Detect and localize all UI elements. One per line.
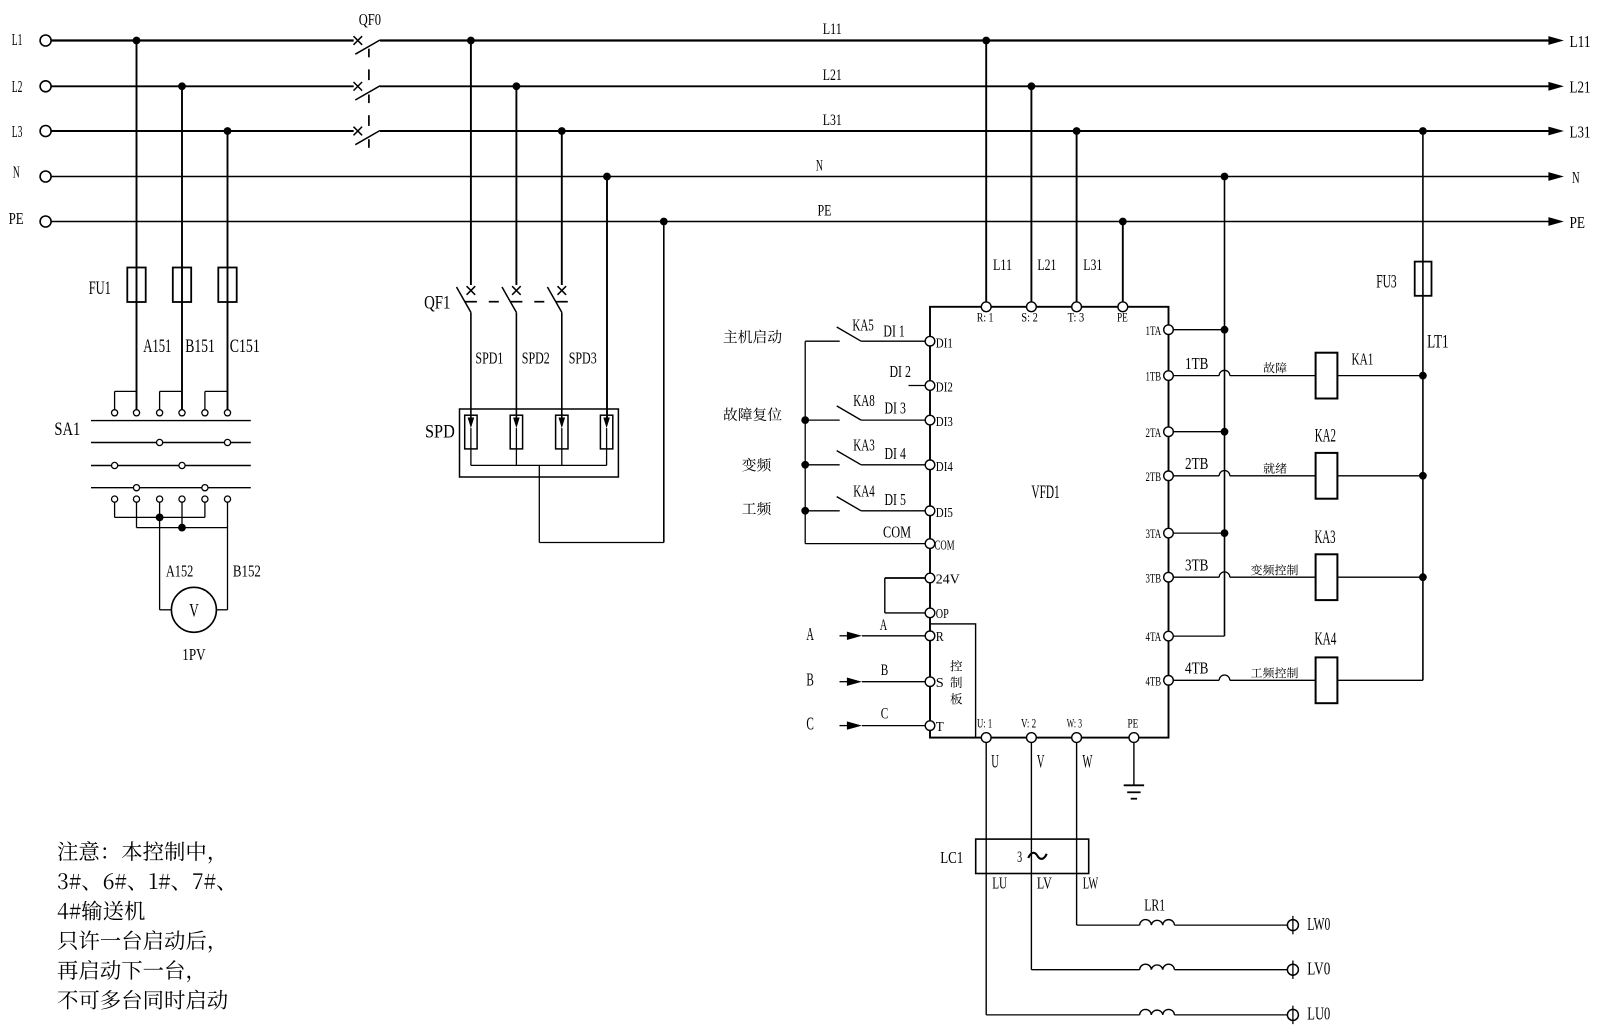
svg-text:QF1: QF1 xyxy=(424,292,450,313)
svg-text:V: V xyxy=(189,601,199,622)
svg-text:N: N xyxy=(1572,168,1580,187)
svg-text:PE: PE xyxy=(1117,310,1128,325)
svg-text:DI3: DI3 xyxy=(936,414,953,429)
svg-text:L11: L11 xyxy=(823,21,842,38)
svg-text:DI 1: DI 1 xyxy=(883,321,904,340)
svg-text:1TB: 1TB xyxy=(1146,370,1162,384)
svg-text:24V: 24V xyxy=(936,571,960,586)
svg-text:L3: L3 xyxy=(12,122,23,141)
svg-text:W: W xyxy=(1082,752,1092,773)
svg-text:LC1: LC1 xyxy=(940,848,963,867)
svg-text:DI 2: DI 2 xyxy=(890,362,911,381)
svg-text:FU3: FU3 xyxy=(1376,272,1397,293)
svg-text:1TA: 1TA xyxy=(1146,324,1162,338)
svg-text:DI5: DI5 xyxy=(936,505,953,520)
svg-text:QF0: QF0 xyxy=(359,10,381,29)
svg-text:4TB: 4TB xyxy=(1185,659,1208,678)
svg-text:4TB: 4TB xyxy=(1146,674,1162,688)
svg-text:L31: L31 xyxy=(1570,122,1591,141)
svg-text:KA3: KA3 xyxy=(853,435,874,454)
svg-text:L11: L11 xyxy=(1570,32,1591,51)
svg-text:A: A xyxy=(880,617,888,634)
svg-text:T: 3: T: 3 xyxy=(1068,310,1085,325)
svg-text:PE: PE xyxy=(9,209,24,228)
svg-text:4TA: 4TA xyxy=(1146,630,1162,644)
svg-text:PE: PE xyxy=(1128,716,1139,731)
svg-text:1PV: 1PV xyxy=(182,645,206,664)
svg-text:R: R xyxy=(936,629,944,644)
svg-text:U: 1: U: 1 xyxy=(977,716,992,731)
svg-text:L21: L21 xyxy=(823,67,842,84)
svg-text:COM: COM xyxy=(935,538,955,553)
svg-text:KA4: KA4 xyxy=(1315,628,1337,648)
svg-text:LU: LU xyxy=(992,874,1007,893)
svg-text:PE: PE xyxy=(818,202,832,219)
svg-text:S: S xyxy=(936,675,944,690)
svg-text:SPD2: SPD2 xyxy=(522,349,550,368)
svg-text:V: 2: V: 2 xyxy=(1021,716,1036,731)
svg-text:R: 1: R: 1 xyxy=(977,310,994,325)
svg-text:L31: L31 xyxy=(823,112,842,129)
svg-text:N: N xyxy=(13,163,20,182)
svg-text:DI1: DI1 xyxy=(936,335,953,350)
svg-text:C: C xyxy=(881,706,889,723)
svg-text:V: V xyxy=(1037,752,1045,773)
svg-text:KA5: KA5 xyxy=(852,316,873,335)
svg-text:1TB: 1TB xyxy=(1185,354,1208,373)
svg-text:DI2: DI2 xyxy=(936,380,953,395)
svg-text:VFD1: VFD1 xyxy=(1031,482,1059,503)
svg-text:B151: B151 xyxy=(185,336,215,357)
svg-text:KA4: KA4 xyxy=(853,481,875,500)
svg-text:S: 2: S: 2 xyxy=(1021,310,1038,325)
svg-text:B: B xyxy=(881,662,889,679)
svg-text:SPD: SPD xyxy=(425,421,455,442)
svg-text:LW0: LW0 xyxy=(1307,914,1330,934)
svg-text:DI4: DI4 xyxy=(936,459,953,474)
svg-text:3: 3 xyxy=(1017,849,1022,866)
svg-text:3TB: 3TB xyxy=(1185,555,1208,574)
svg-text:B152: B152 xyxy=(233,561,261,580)
svg-text:DI 4: DI 4 xyxy=(885,444,907,463)
svg-text:OP: OP xyxy=(936,606,949,621)
svg-text:B: B xyxy=(806,670,814,690)
svg-text:U: U xyxy=(991,752,999,773)
svg-text:C: C xyxy=(806,714,814,734)
svg-text:SPD1: SPD1 xyxy=(475,349,503,368)
svg-text:KA3: KA3 xyxy=(1315,528,1336,548)
svg-text:LV: LV xyxy=(1037,874,1052,893)
svg-text:PE: PE xyxy=(1570,213,1586,232)
svg-text:DI 3: DI 3 xyxy=(885,399,906,418)
svg-text:KA8: KA8 xyxy=(853,391,874,410)
svg-text:T: T xyxy=(936,719,945,734)
svg-text:W: 3: W: 3 xyxy=(1067,716,1082,731)
svg-text:L31: L31 xyxy=(1083,257,1102,274)
svg-text:C151: C151 xyxy=(230,336,260,357)
svg-text:N: N xyxy=(816,157,823,174)
svg-text:L1: L1 xyxy=(12,30,23,49)
svg-text:L21: L21 xyxy=(1570,78,1591,97)
svg-text:COM: COM xyxy=(883,523,911,542)
svg-text:L11: L11 xyxy=(993,257,1012,274)
svg-text:2TB: 2TB xyxy=(1146,470,1162,484)
svg-text:DI 5: DI 5 xyxy=(885,490,906,509)
svg-text:3TA: 3TA xyxy=(1146,527,1162,541)
svg-text:FU1: FU1 xyxy=(89,278,111,299)
svg-text:LW: LW xyxy=(1083,874,1099,893)
svg-text:A151: A151 xyxy=(143,336,171,357)
svg-text:SPD3: SPD3 xyxy=(569,349,597,368)
svg-text:LR1: LR1 xyxy=(1144,896,1165,915)
svg-text:LT1: LT1 xyxy=(1427,332,1449,353)
svg-text:L2: L2 xyxy=(12,77,23,96)
svg-text:KA2: KA2 xyxy=(1315,426,1336,447)
svg-text:A152: A152 xyxy=(166,561,193,580)
svg-text:3TB: 3TB xyxy=(1146,571,1162,585)
svg-text:LU0: LU0 xyxy=(1307,1004,1330,1024)
svg-text:KA1: KA1 xyxy=(1352,350,1374,369)
svg-text:L21: L21 xyxy=(1037,257,1056,274)
svg-text:LV0: LV0 xyxy=(1307,958,1330,978)
svg-text:SA1: SA1 xyxy=(54,419,80,440)
svg-text:A: A xyxy=(806,624,814,644)
svg-text:2TA: 2TA xyxy=(1146,426,1162,440)
svg-text:2TB: 2TB xyxy=(1185,454,1208,473)
